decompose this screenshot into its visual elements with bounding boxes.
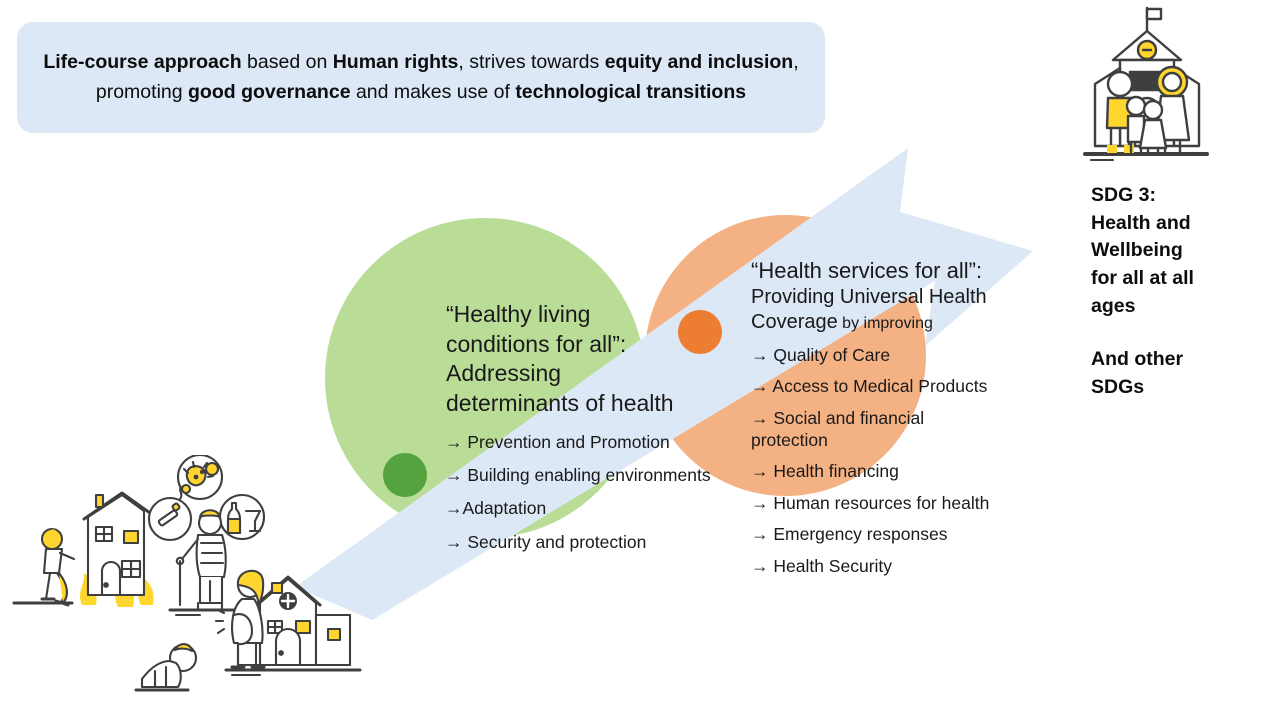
- right-pillar-block: “Health services for all”: Providing Uni…: [751, 258, 1041, 586]
- header-banner: Life-course approach based on Human righ…: [17, 22, 825, 133]
- list-item: → Quality of Care: [751, 344, 891, 365]
- person-fleeing-burning-house-icon: [12, 491, 154, 607]
- right-pillar-heading-main: Providing Universal Health Coverage: [751, 285, 987, 333]
- green-marker-dot: [383, 453, 427, 497]
- header-segment-2: Human rights: [332, 50, 459, 73]
- family-school-icon: [1083, 6, 1209, 161]
- list-item: → Prevention and Promotion: [445, 431, 670, 452]
- header-segment-0: Life-course approach: [43, 50, 242, 73]
- list-item: → Access to Medical Products: [751, 376, 988, 397]
- left-pillar-block: “Healthy living conditions for all”: Add…: [445, 300, 711, 564]
- cigarette-icon: [147, 485, 193, 542]
- orange-marker-dot: [678, 310, 722, 354]
- sdg-line-7: SDGs: [1091, 376, 1145, 399]
- header-segment-7: and makes use of: [350, 80, 516, 103]
- spacer: [1091, 320, 1266, 346]
- elderly-person-risk-factors-icon: [147, 455, 266, 616]
- list-item: → Health Security: [751, 555, 893, 576]
- header-segment-3: , strives towards: [458, 50, 605, 73]
- header-segment-6: good governance: [188, 80, 351, 103]
- header-segment-4: equity and inclusion: [604, 50, 794, 73]
- header-segment-5: , promoting: [95, 50, 799, 103]
- list-item: → Emergency responses: [751, 524, 948, 545]
- crawling-baby-icon: [134, 643, 198, 692]
- sdg-line-2: Health and: [1091, 211, 1191, 234]
- header-segment-8: technological transitions: [515, 80, 747, 103]
- list-item: → Health financing: [751, 461, 899, 482]
- sdg-line-5: ages: [1091, 294, 1136, 317]
- determinants-illustration-group: [12, 455, 362, 692]
- right-pillar-heading-secondary: Providing Universal Health Coverage by i…: [751, 285, 1041, 335]
- header-segment-1: based on: [241, 50, 333, 73]
- alcohol-bottle-glass-icon: [218, 493, 266, 541]
- sdg-line-4: for all at all: [1091, 267, 1194, 290]
- list-item: → Building enabling environments: [445, 465, 711, 486]
- list-item: → Human resources for health: [751, 492, 990, 513]
- sdg-line-6: And other: [1091, 348, 1184, 371]
- sdg-line-3: Wellbeing: [1091, 239, 1183, 262]
- left-pillar-heading: “Healthy living conditions for all”: Add…: [446, 301, 674, 416]
- sdg-line-1: SDG 3:: [1091, 184, 1157, 206]
- list-item: → Social and financial protection: [751, 407, 925, 450]
- pregnant-woman-clinic-icon: [214, 569, 362, 676]
- left-pillar-list: → Prevention and Promotion → Building en…: [445, 431, 725, 554]
- sdg-outcome-text: SDG 3: Health and Wellbeing for all at a…: [1091, 182, 1266, 402]
- right-pillar-list: → Quality of Care → Access to Medical Pr…: [751, 344, 1051, 577]
- list-item: →Adaptation: [445, 498, 547, 519]
- right-pillar-heading-primary: “Health services for all”:: [751, 258, 983, 283]
- virus-icon: [176, 455, 224, 501]
- header-banner-text: Life-course approach based on Human righ…: [43, 48, 799, 107]
- right-pillar-heading-suffix: by improving: [837, 314, 933, 332]
- list-item: → Security and protection: [445, 531, 647, 552]
